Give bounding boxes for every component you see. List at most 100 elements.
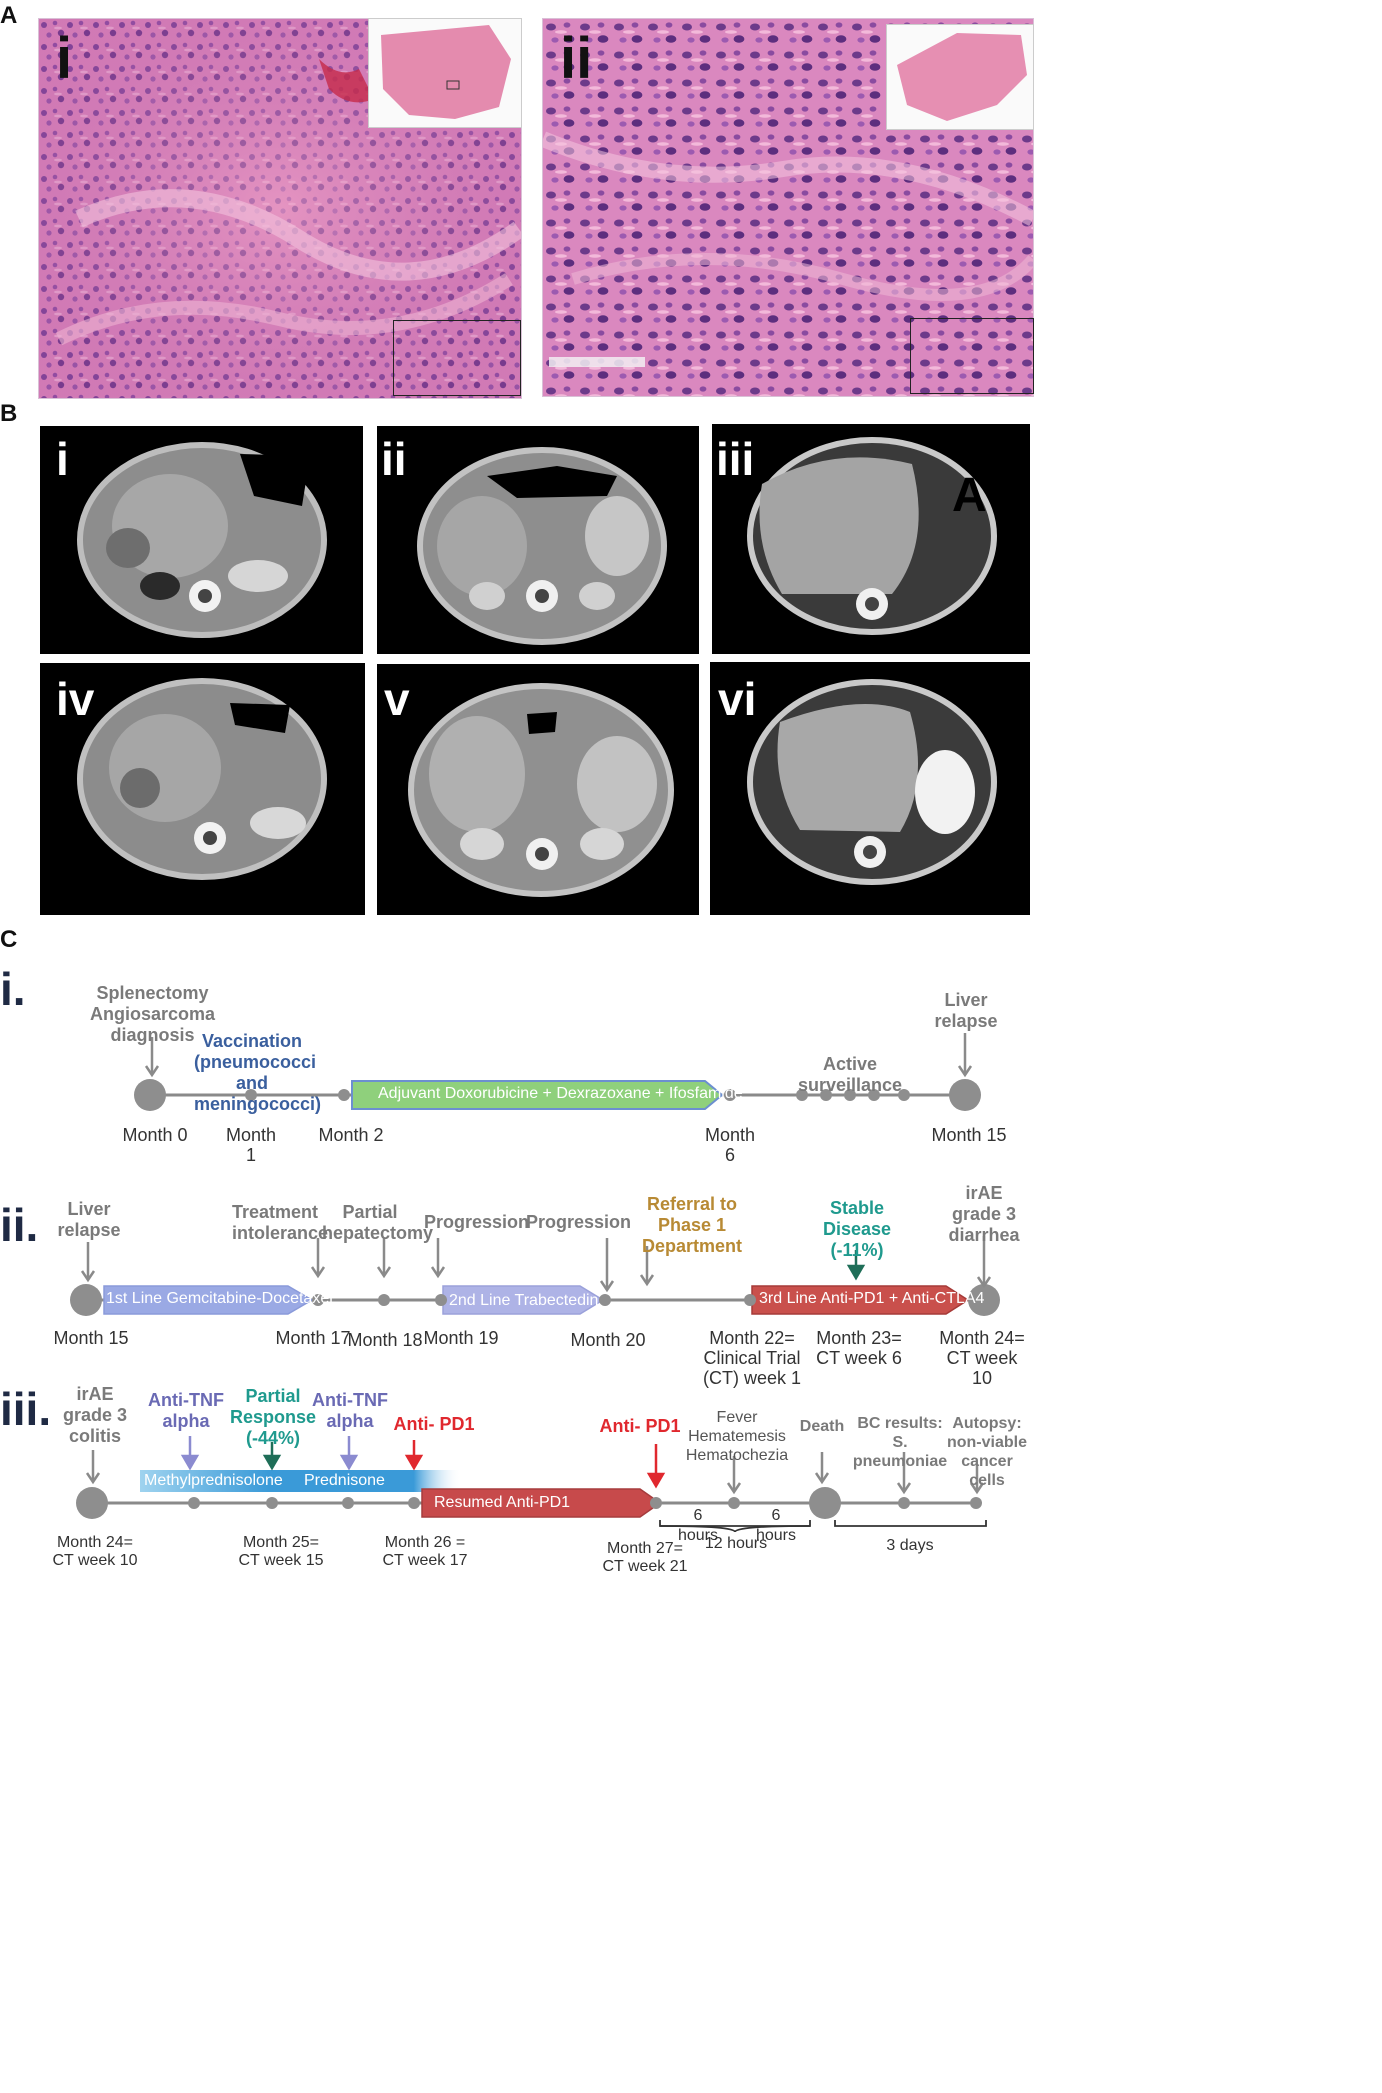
timeline-ii-liver-relapse: Liver relapse	[57, 1199, 121, 1240]
ct-scan-vi-image	[747, 679, 997, 885]
ct-scan-iii	[712, 424, 1030, 654]
timeline-iii-interval-after: 3 days	[886, 1537, 934, 1554]
timeline-iii-interval-b: 6 hours	[755, 1507, 797, 1544]
panel-b-letter: B	[0, 400, 18, 427]
ct-scan-i-image	[77, 442, 327, 638]
timeline-i-node-m15	[949, 1079, 981, 1111]
ct-scan-i	[40, 426, 363, 654]
panel-c-letter: C	[0, 926, 18, 953]
panel-a-letter: A	[0, 2, 18, 29]
timeline-iii-partial-response: Partial Response (-44%)	[230, 1386, 317, 1448]
timeline-ii-second-line-label: 2nd Line Trabectedin	[449, 1292, 599, 1309]
timeline-iii-tick-m26: Month 26 = CT week 17	[382, 1534, 468, 1569]
histology-left-zoom-box	[393, 320, 521, 396]
timeline-ii-first-line-bar	[103, 1285, 314, 1315]
timeline-iii-steroid-label-2: Prednisone	[304, 1472, 385, 1489]
timeline-ii-tick-m15: Month 15	[53, 1328, 129, 1348]
timeline-ii-second-line-bar	[442, 1285, 605, 1315]
timeline-iii-anti-pd1-2: Anti- PD1	[599, 1416, 681, 1436]
timeline-ii-third-line-bar	[751, 1285, 970, 1315]
ct-scan-v	[377, 664, 699, 915]
ct-scan-v-image	[408, 683, 674, 897]
timeline-iii-anti-pd1-1: Anti- PD1	[393, 1414, 475, 1434]
timeline-i-node-m1	[245, 1089, 257, 1101]
timeline-i-label: i.	[0, 963, 26, 1015]
timeline-i-vaccination: Vaccination (pneumococci and meningococc…	[194, 1031, 322, 1114]
timeline-iii-bc-results: BC results: S. pneumoniae	[852, 1415, 948, 1470]
timeline-ii-tick-m18: Month 18	[347, 1330, 423, 1350]
ct-scan-iv-image	[77, 678, 327, 880]
timeline-i-splenectomy: Splenectomy Angiosarcoma diagnosis	[90, 983, 216, 1045]
ct-label-iv: iv	[56, 673, 95, 725]
timeline-ii-progression-1: Progression	[424, 1212, 530, 1232]
timeline-iii-irae-colitis: irAE grade 3 colitis	[62, 1384, 128, 1446]
timeline-iii-resumed-label: Resumed Anti-PD1	[434, 1494, 571, 1511]
timeline-i-tick-m15: Month 15	[931, 1125, 1007, 1145]
timeline-ii-hepatectomy: Partial hepatectomy	[322, 1202, 434, 1243]
timeline-i-node-s1	[796, 1089, 808, 1101]
timeline-ii-label: ii.	[0, 1199, 39, 1251]
histology-left-slide-thumbnail	[381, 25, 511, 119]
timeline-i-liver-relapse: Liver relapse	[934, 990, 998, 1031]
timeline-ii-irae: irAE grade 3 diarrhea	[948, 1183, 1020, 1245]
timeline-ii-progression-2: Progression	[526, 1212, 632, 1232]
timeline-ii-tick-m17: Month 17	[275, 1328, 351, 1348]
timeline-iii-brackets	[659, 1520, 987, 1533]
timeline-iii-fever: Fever Hematemesis Hematochezia	[685, 1409, 789, 1464]
timeline-ii-tick-m20: Month 20	[570, 1330, 646, 1350]
timeline-i-tick-m1: Month 1	[226, 1125, 277, 1165]
timeline-iii-tick-m27: Month 27= CT week 21	[602, 1540, 688, 1575]
timeline-ii-graphics	[70, 1236, 1000, 1316]
timeline-i-tick-m2: Month 2	[318, 1125, 384, 1145]
timeline-iii-death: Death	[799, 1418, 845, 1435]
ct-label-v: v	[384, 673, 410, 725]
histology-right-label: ii	[560, 26, 593, 91]
ct-scan-iv	[40, 663, 365, 915]
timeline-i-graphics	[134, 1033, 981, 1111]
timeline-iii-interval-total: 12 hours	[704, 1535, 768, 1552]
ct-iii-overlay-letter: A	[952, 469, 987, 522]
timeline-iii-steroid-bar	[140, 1470, 462, 1492]
timeline-ii-tick-m23: Month 23= CT week 6	[816, 1328, 902, 1368]
timeline-i-node-s3	[844, 1089, 856, 1101]
ct-scan-vi	[710, 662, 1030, 915]
ct-label-vi: vi	[718, 673, 757, 725]
timeline-ii-third-line-label: 3rd Line Anti-PD1 + Anti-CTLA4	[759, 1290, 985, 1307]
timeline-ii-node-m24	[968, 1284, 1000, 1316]
ct-scan-iii-image	[747, 437, 997, 635]
timeline-i-active-surveillance: Active surveillance	[797, 1054, 903, 1095]
timeline-i-node-m0	[134, 1079, 166, 1111]
timeline-iii-graphics	[76, 1436, 987, 1533]
histology-right-slide-thumbnail	[897, 33, 1027, 121]
histology-right-zoom-box	[910, 318, 1034, 394]
timeline-ii-tick-m19: Month 19	[423, 1328, 499, 1348]
timeline-iii-anti-tnf-2: Anti-TNF alpha	[312, 1390, 388, 1431]
histology-left-inset	[368, 18, 522, 128]
ct-label-iii: iii	[716, 433, 755, 485]
ct-scan-ii-image	[417, 447, 667, 645]
ct-label-ii: ii	[381, 433, 407, 485]
ct-scan-ii	[377, 426, 699, 654]
ct-label-i: i	[56, 433, 69, 485]
timeline-ii-tick-m24: Month 24= CT week 10	[939, 1328, 1025, 1388]
timeline-iii-autopsy: Autopsy: non-viable cancer cells	[946, 1415, 1027, 1489]
timeline-i-node-m6	[724, 1089, 736, 1101]
timeline-i-chemo-label: Adjuvant Doxorubicine + Dexrazoxane + If…	[378, 1085, 743, 1102]
timeline-ii-tick-m22: Month 22= Clinical Trial (CT) week 1	[702, 1328, 801, 1388]
timeline-i-node-m2	[338, 1089, 350, 1101]
timeline-iii-death-node	[809, 1487, 841, 1519]
timeline-iii-tick-m25: Month 25= CT week 15	[238, 1534, 324, 1569]
timeline-iii-resumed-bar	[421, 1488, 662, 1518]
timeline-i-node-s5	[898, 1089, 910, 1101]
timeline-ii-node-m15	[70, 1284, 102, 1316]
timeline-ii-stable-disease: Stable Disease (-11%)	[822, 1198, 892, 1260]
timeline-iii-steroid-label-1: Methylprednisolone	[144, 1472, 283, 1489]
timeline-ii-first-line-label: 1st Line Gemcitabine-Docetaxel	[106, 1290, 333, 1307]
histology-right-inset	[886, 24, 1034, 130]
timeline-iii-tick-m24: Month 24= CT week 10	[52, 1534, 138, 1569]
histology-left-label: i	[56, 26, 73, 91]
timeline-iii-label: iii.	[0, 1383, 52, 1435]
timeline-i-tick-m6: Month 6	[705, 1125, 756, 1165]
timeline-ii-referral: Referral to Phase 1 Department	[641, 1194, 743, 1256]
